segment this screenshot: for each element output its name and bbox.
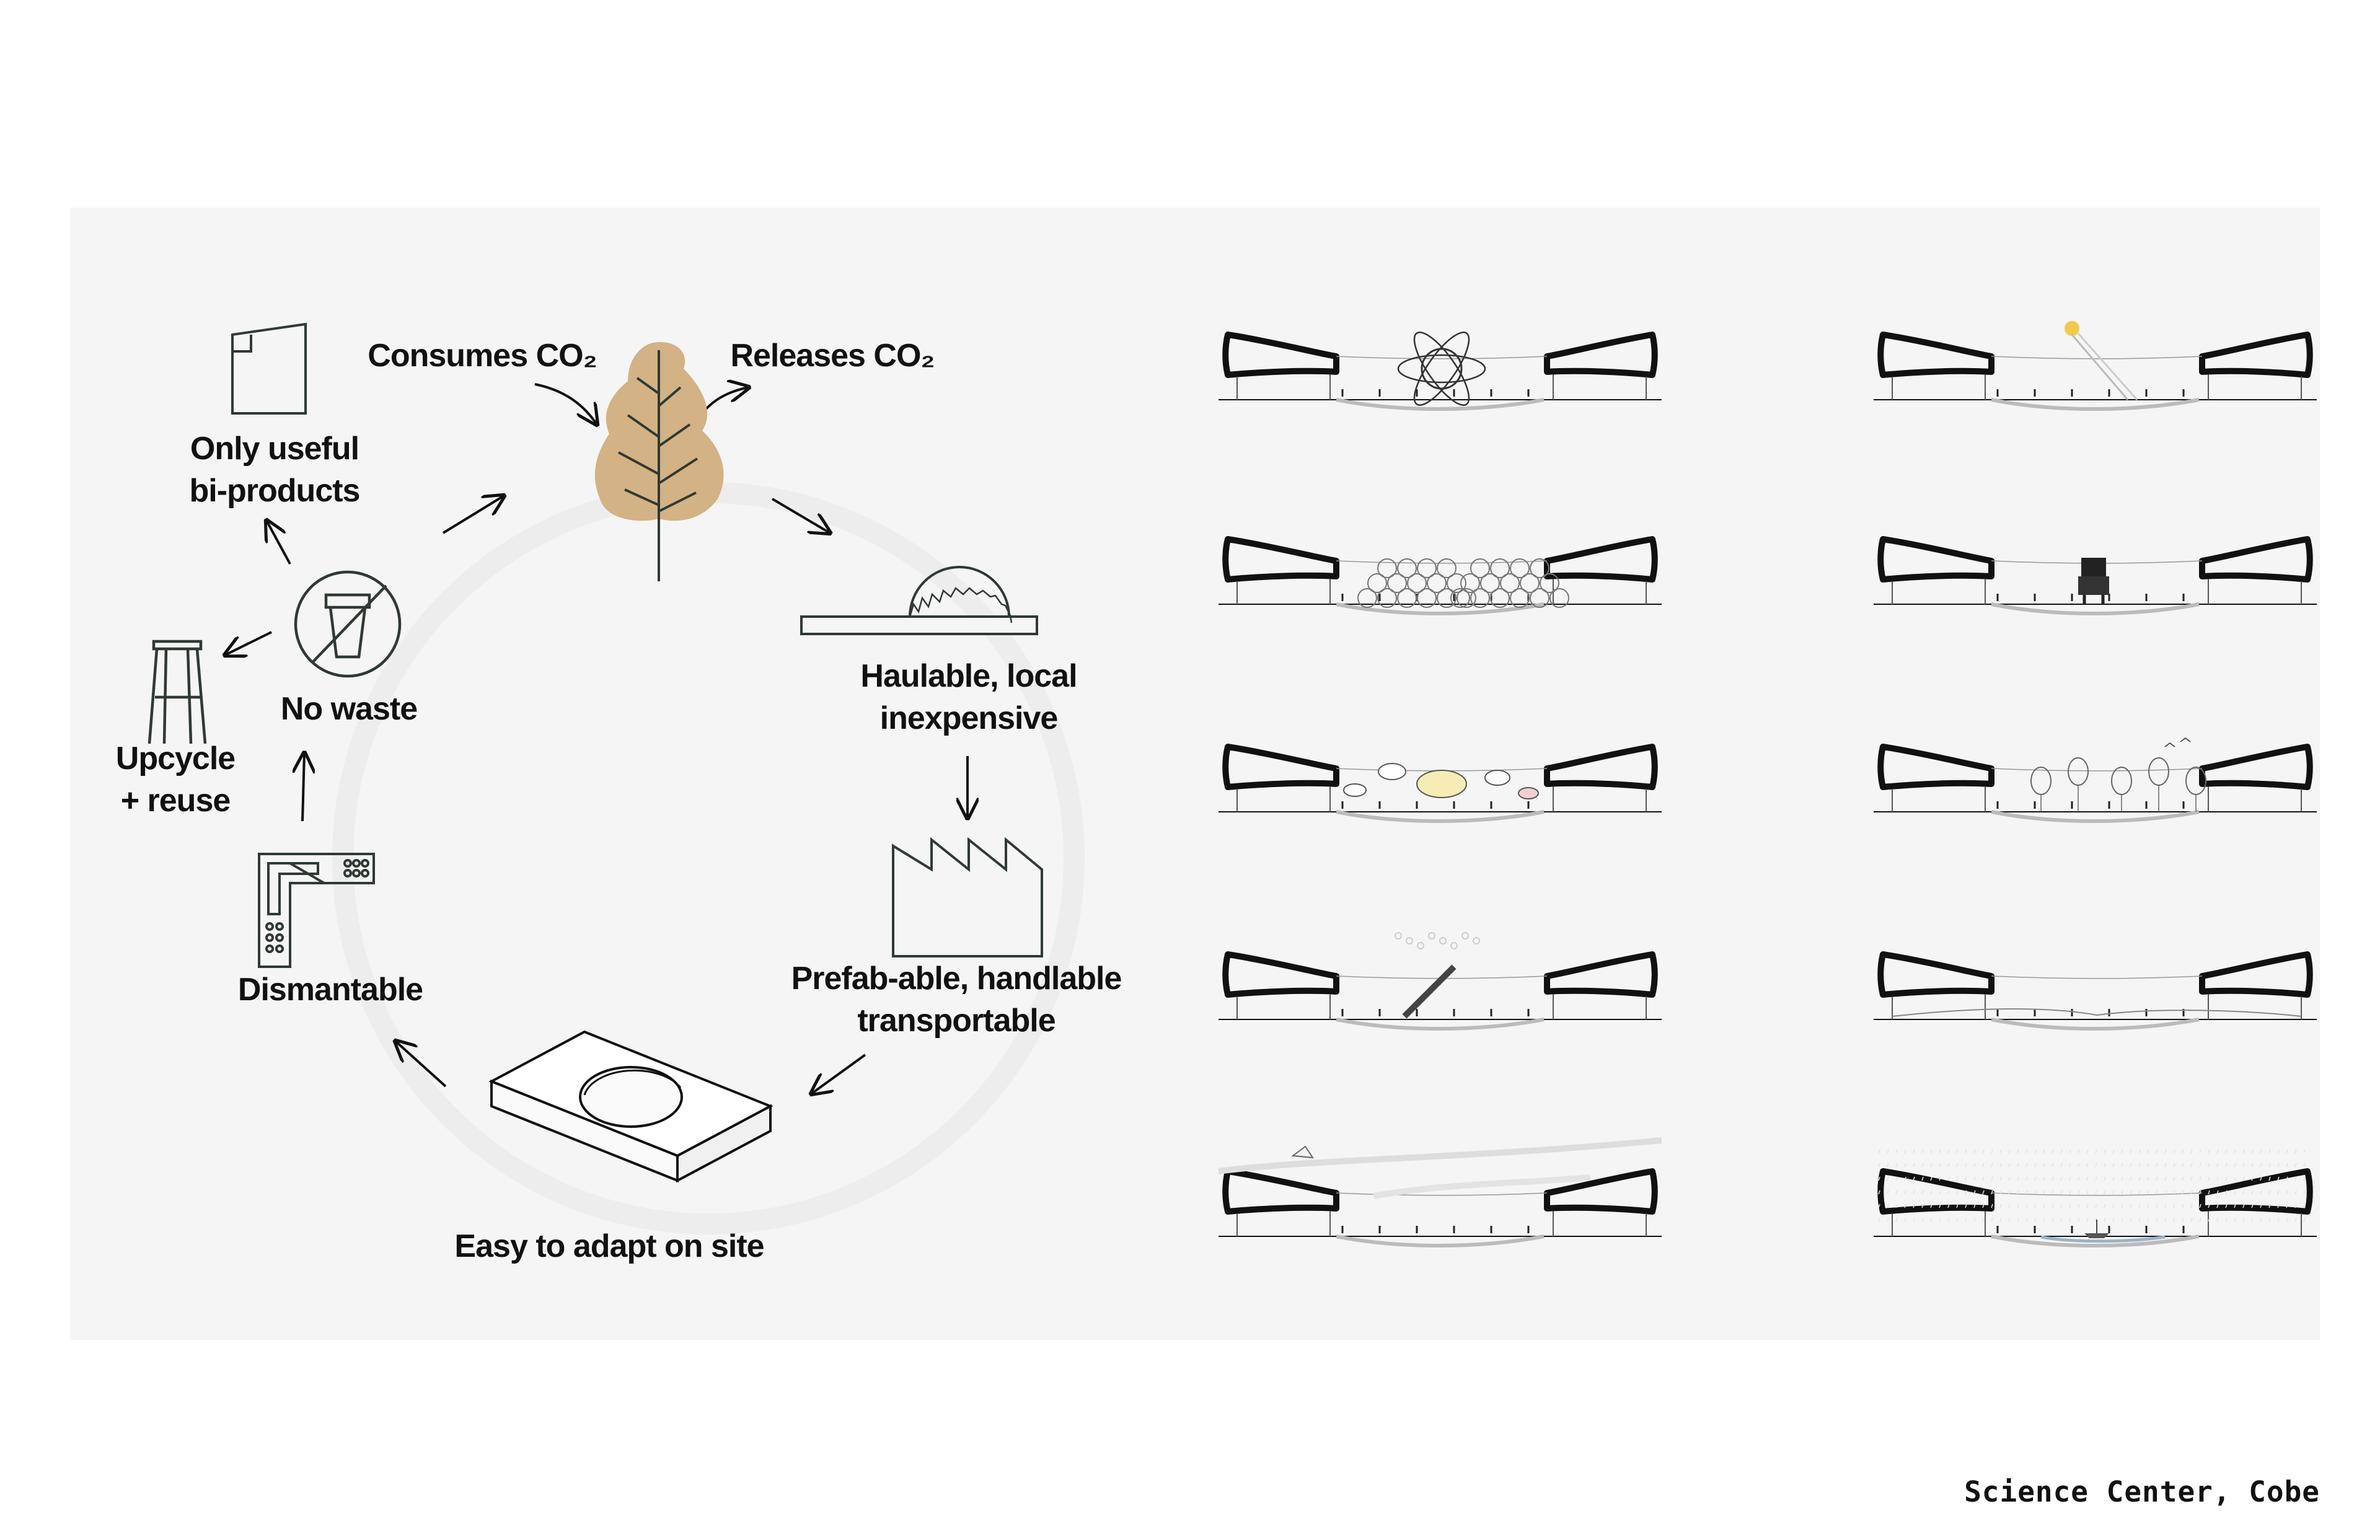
section-atom [1219,332,1662,411]
section-sun-rays [1874,321,2317,411]
label-dismantable: Dismantable [237,972,423,1008]
building-block-icon [488,1030,774,1183]
credit-caption: Science Center, Cobe [1964,1475,2320,1508]
arrow-nowaste-to-byproducts [267,521,291,565]
section-rain-boat [1874,1149,2317,1247]
arrow-nowaste-to-upcycle [225,631,272,655]
no-waste-bin-icon [294,570,402,678]
saw-blade-icon [800,566,1038,635]
section-hexagon-modules [1219,536,1662,615]
cycle-arrows [225,384,967,1094]
section-telescope [1219,932,1662,1031]
diagram-panel: Consumes CO₂ Releases CO₂ Only useful bi… [70,208,2320,1340]
arrow-consumes-co2 [534,383,597,425]
section-robot [1874,536,2317,615]
section-drawings [1218,321,2317,1247]
label-no-waste: No waste [280,691,418,727]
document-icon [231,322,307,415]
label-consumes-co2: Consumes CO₂ [368,338,597,374]
arrow-building-to-dismantable [395,1041,447,1088]
stool-icon [148,640,207,744]
arrow-dismantable-to-nowaste [302,753,304,822]
section-balloons-birds [1874,737,2317,823]
label-upcycle-reuse: Upcycle + reuse [115,741,236,819]
dismantable-joint-icon [258,853,375,968]
arrow-factory-to-building [811,1054,866,1094]
arrow-tree-to-haul [771,498,830,533]
section-bubbles [1219,744,1662,823]
diagram-canvas [148,321,2317,1247]
label-only-useful-byproducts: Only useful bi-products [189,431,361,509]
label-easy-to-adapt: Easy to adapt on site [454,1228,764,1264]
arrow-byproducts-to-tree [442,496,504,534]
section-clouds-kite [1218,1137,1662,1247]
tree-icon [594,341,724,581]
section-landscape [1874,951,2317,1031]
factory-icon [892,837,1043,957]
label-releases-co2: Releases CO₂ [730,338,935,374]
label-prefab-able: Prefab-able, handlable transportable [791,961,1122,1039]
label-haulable-local: Haulable, local inexpensive [860,658,1077,736]
